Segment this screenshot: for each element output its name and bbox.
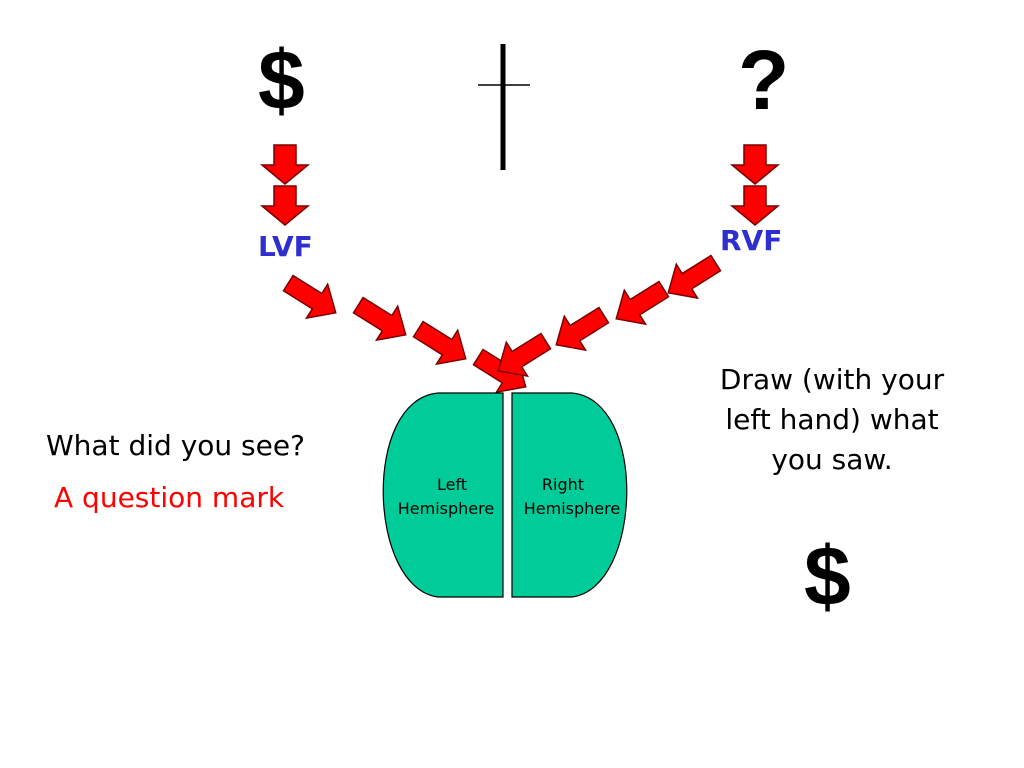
rvf-label: RVF [720, 224, 783, 257]
left-hemisphere-label-1: Left [437, 475, 467, 494]
arrow-rvf-4 [497, 332, 552, 378]
drawn-dollar: $ [804, 529, 851, 623]
instruction-line-1: Draw (with your [719, 363, 945, 396]
arrow-down-right-1 [729, 144, 781, 185]
arrow-down-left-2 [259, 185, 311, 226]
arrow-down-right-2 [729, 185, 781, 226]
arrow-lvf-3 [412, 320, 467, 366]
arrow-rvf-1 [667, 254, 722, 300]
instruction-line-3: you saw. [771, 443, 893, 476]
right-hemisphere-label-2: Hemisphere [524, 499, 620, 518]
left-hemisphere-label-2: Hemisphere [398, 499, 494, 518]
arrow-down-left-1 [259, 144, 311, 185]
fixation-cross [478, 44, 530, 170]
arrow-lvf-2 [352, 296, 407, 342]
arrow-rvf-2 [615, 280, 670, 326]
dollar-stimulus: $ [258, 33, 305, 127]
instruction-line-2: left hand) what [725, 403, 939, 436]
right-hemisphere-label-1: Right [542, 475, 584, 494]
arrow-rvf-3 [555, 306, 610, 352]
lvf-label: LVF [258, 230, 313, 263]
left-hemisphere: Left Hemisphere [382, 392, 504, 598]
question-prompt: What did you see? [46, 429, 305, 462]
draw-instruction: Draw (with your left hand) what you saw. [682, 360, 982, 480]
right-hemisphere: Right Hemisphere [511, 392, 628, 598]
arrow-lvf-1 [282, 274, 337, 320]
answer-text: A question mark [54, 481, 285, 514]
question-stimulus: ? [738, 33, 790, 127]
